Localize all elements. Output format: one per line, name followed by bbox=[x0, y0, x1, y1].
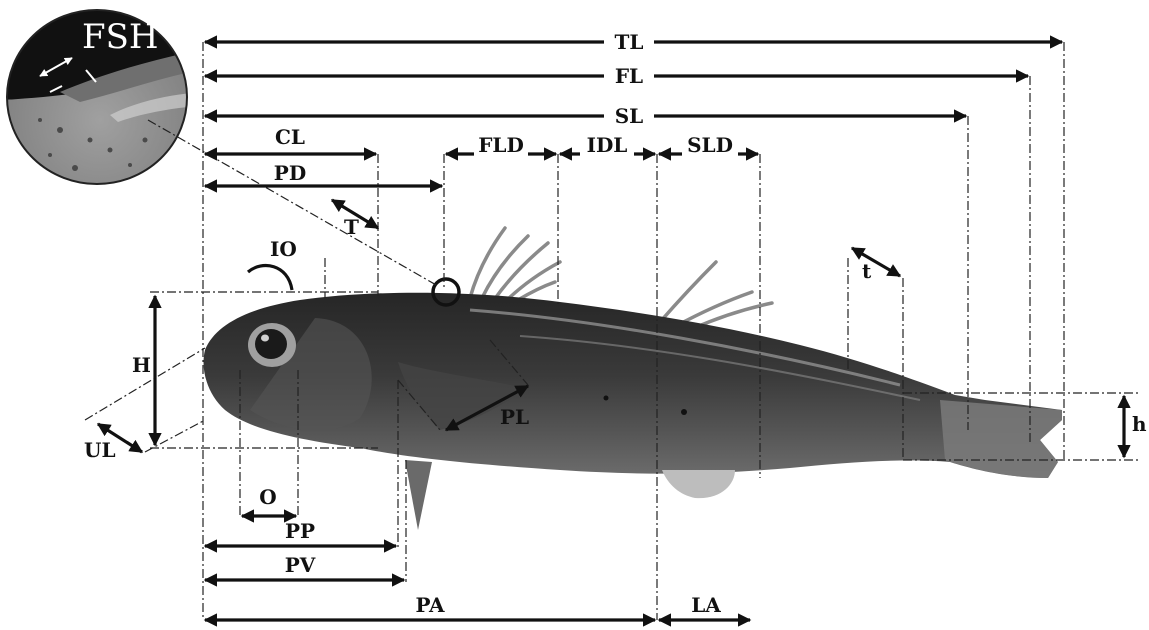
measurement-cl: CL bbox=[205, 125, 376, 154]
label-io: IO bbox=[270, 237, 297, 261]
measurement-H: H bbox=[132, 296, 155, 445]
label-fld: FLD bbox=[478, 133, 524, 157]
label-H: H bbox=[132, 353, 151, 377]
label-tl: TL bbox=[615, 30, 644, 54]
measurement-la: LA bbox=[659, 593, 750, 620]
label-h: h bbox=[1132, 412, 1147, 436]
second-dorsal-fin bbox=[660, 262, 772, 329]
label-fsh: FSH bbox=[82, 17, 159, 57]
measurement-fld: FLD bbox=[446, 133, 556, 160]
label-la: LA bbox=[691, 593, 721, 617]
label-pd: PD bbox=[274, 161, 306, 185]
measurement-t: t bbox=[852, 248, 900, 283]
label-sl: SL bbox=[615, 104, 644, 128]
label-pv: PV bbox=[285, 553, 316, 577]
label-pa: PA bbox=[415, 593, 445, 617]
label-ul: UL bbox=[84, 438, 116, 462]
measurement-pp: PP bbox=[205, 519, 396, 546]
label-o: O bbox=[259, 485, 276, 509]
measurement-sld: SLD bbox=[659, 133, 758, 160]
label-pl: PL bbox=[500, 405, 529, 429]
label-t: t bbox=[862, 259, 872, 283]
label-sld: SLD bbox=[687, 133, 733, 157]
measurement-o: O bbox=[242, 485, 296, 516]
measurement-ul: UL bbox=[84, 424, 142, 462]
label-pp: PP bbox=[285, 519, 315, 543]
label-fl: FL bbox=[615, 64, 643, 88]
measurement-pv: PV bbox=[205, 553, 404, 580]
label-cl: CL bbox=[275, 125, 305, 149]
measurement-io: IO bbox=[248, 237, 297, 290]
measurement-T: T bbox=[332, 200, 378, 239]
fish-illustration bbox=[204, 228, 1062, 530]
anal-fin bbox=[662, 470, 735, 498]
caudal-fin bbox=[940, 400, 1062, 478]
label-T: T bbox=[344, 215, 359, 239]
measurement-sl: SL bbox=[205, 102, 966, 128]
pelvic-fin bbox=[405, 460, 432, 530]
fish-eye bbox=[248, 323, 296, 367]
measurement-idl: IDL bbox=[560, 133, 655, 160]
measurement-tl: TL bbox=[205, 28, 1062, 54]
label-idl: IDL bbox=[587, 133, 628, 157]
measurement-h: h bbox=[1124, 396, 1147, 457]
fsh-inset: FSH bbox=[0, 0, 200, 200]
first-dorsal-fin bbox=[470, 228, 560, 300]
measurement-pa: PA bbox=[205, 593, 655, 620]
measurement-fl: FL bbox=[205, 62, 1028, 88]
